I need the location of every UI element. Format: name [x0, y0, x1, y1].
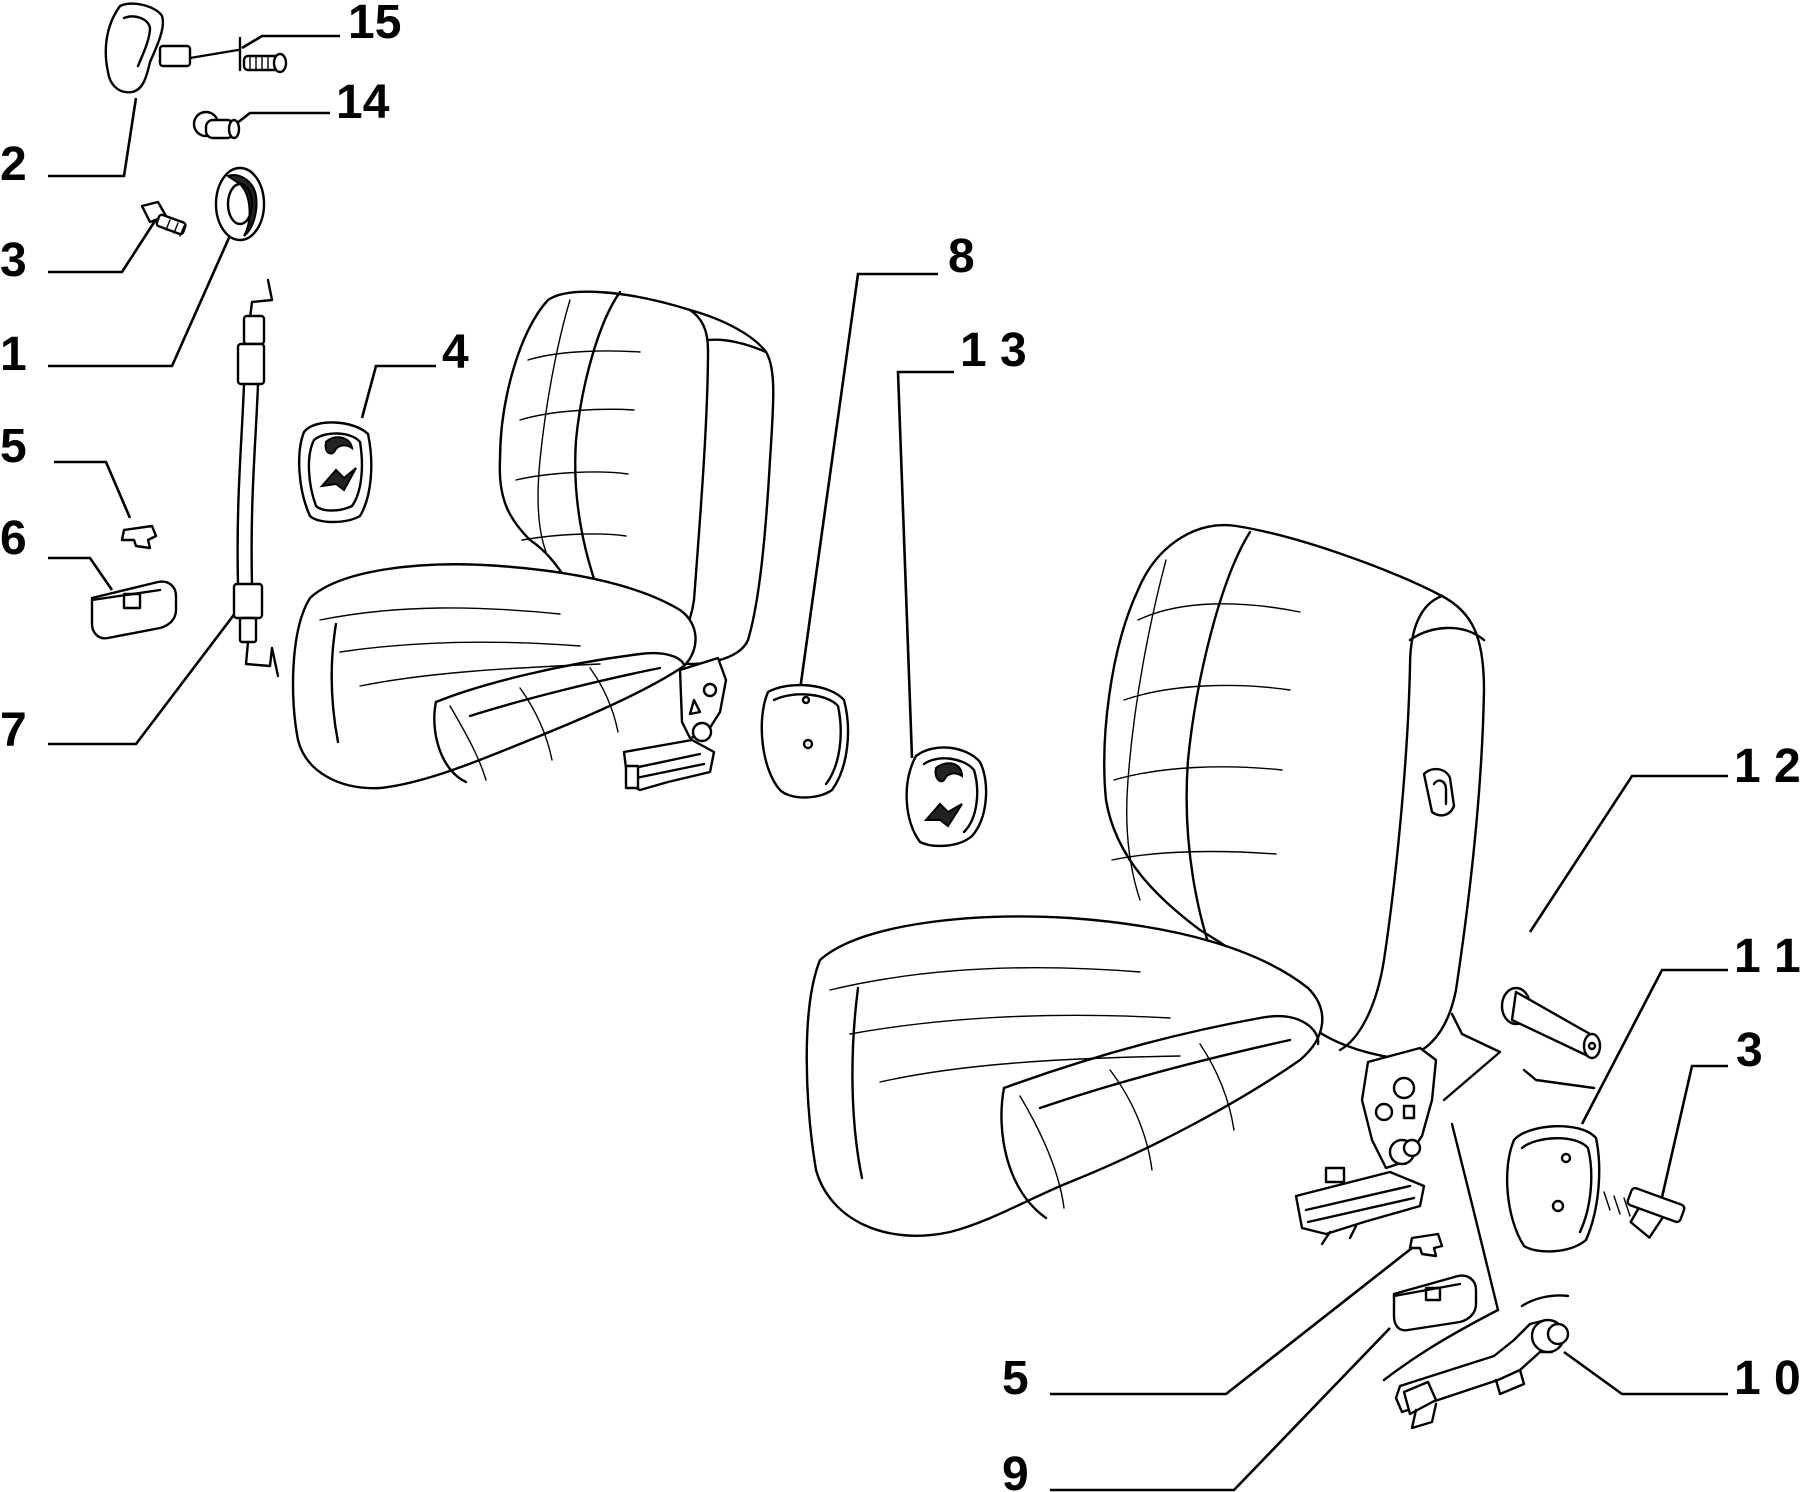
leader-12	[1528, 774, 1728, 933]
leader-14	[231, 111, 330, 129]
callout-2: 2	[0, 138, 27, 191]
release-lever-10-icon	[1394, 1318, 1570, 1430]
cover-cap-9-icon	[1392, 1274, 1478, 1332]
callout-6: 6	[0, 512, 27, 565]
leader-7	[48, 611, 238, 746]
leader-15	[241, 34, 340, 50]
callout-4: 4	[442, 326, 469, 379]
leader-1	[48, 221, 238, 368]
left-seat-icon	[291, 290, 775, 792]
leader-lines	[48, 34, 1728, 1492]
cover-cap-6-icon	[90, 580, 178, 640]
bolt-3-left-icon	[140, 200, 187, 237]
callout-3-left: 3	[0, 234, 27, 287]
plain-cover-8-icon	[760, 683, 850, 799]
right-seat-icon	[805, 523, 1486, 1246]
callout-5-right: 5	[1002, 1352, 1029, 1405]
leader-11	[1580, 968, 1728, 1125]
callout-12: 1 2	[1734, 740, 1801, 793]
leader-2	[48, 97, 138, 178]
callout-11: 1 1	[1734, 930, 1801, 983]
callout-7: 7	[0, 704, 27, 757]
callout-14: 14	[336, 76, 390, 129]
leader-9	[1050, 1327, 1391, 1492]
callout-1: 1	[0, 328, 27, 381]
section-lines	[1382, 1012, 1596, 1382]
bushing-14-icon	[192, 110, 241, 140]
leader-6	[48, 556, 114, 591]
callout-13: 1 3	[960, 324, 1027, 377]
pivot-pin-12-icon	[1500, 986, 1602, 1060]
clip-5-right-icon	[1408, 1232, 1444, 1258]
leader-5a	[54, 460, 132, 519]
plain-cover-11-icon	[1505, 1125, 1601, 1253]
leader-13	[896, 370, 954, 759]
callout-9: 9	[1002, 1448, 1029, 1492]
screw-15-icon	[242, 52, 288, 74]
callout-5-left: 5	[0, 420, 27, 473]
callout-8: 8	[948, 230, 975, 283]
side-cover-13-icon	[905, 746, 988, 848]
release-cable-icon	[232, 278, 280, 678]
clip-5-left-icon	[120, 524, 158, 550]
recliner-handle-icon	[104, 2, 242, 94]
callout-15: 15	[348, 0, 401, 49]
bolt-3-right-icon	[1603, 1186, 1686, 1239]
leader-10	[1563, 1350, 1728, 1396]
leader-4	[360, 364, 436, 419]
side-cover-4-icon	[298, 421, 373, 524]
leader-3b	[1658, 1064, 1728, 1207]
leader-3a	[48, 209, 164, 274]
callout-10: 1 0	[1734, 1352, 1801, 1405]
knob-cover-1-icon	[214, 166, 266, 242]
leader-5b	[1050, 1246, 1413, 1396]
leader-8	[798, 272, 938, 691]
callout-3-right: 3	[1736, 1024, 1763, 1077]
